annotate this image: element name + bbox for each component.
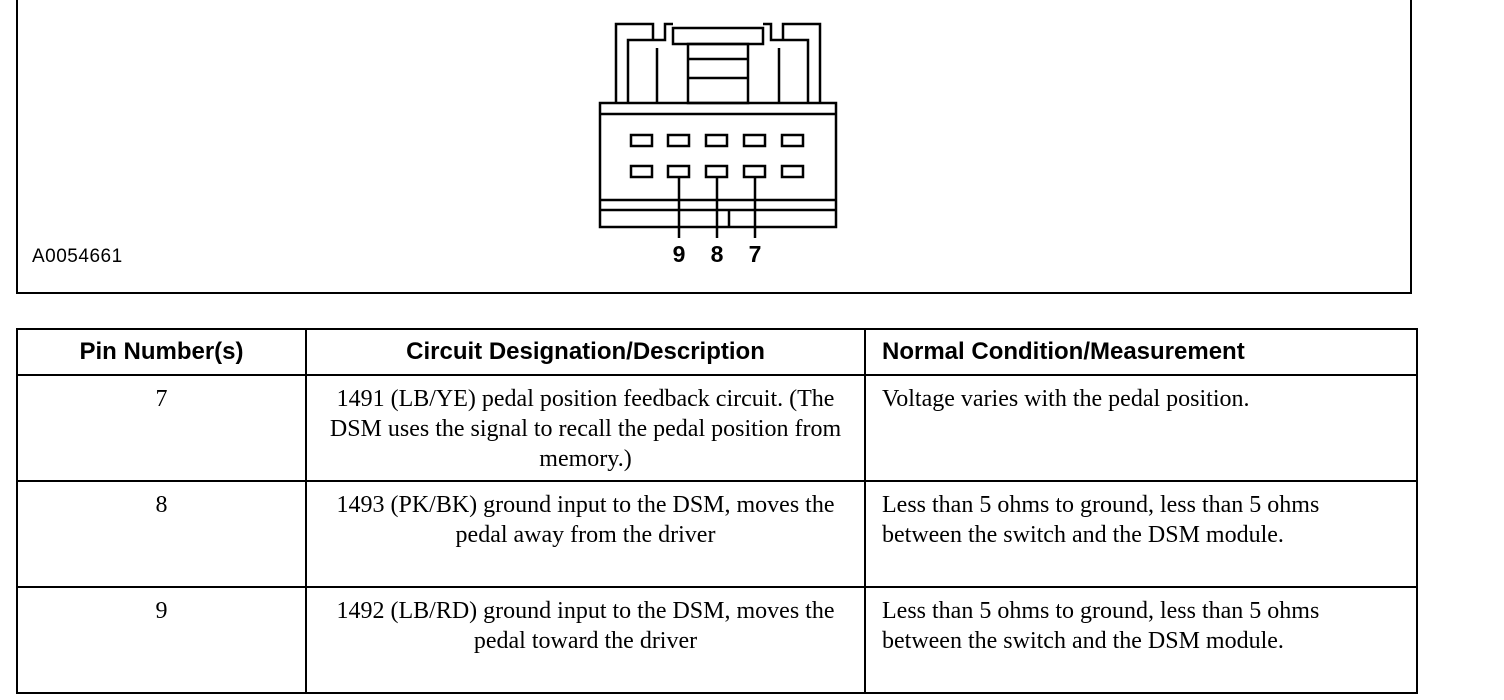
cell-condition: Less than 5 ohms to ground, less than 5 … [864,586,1418,694]
cell-circuit: 1493 (PK/BK) ground input to the DSM, mo… [305,480,866,588]
cell-circuit: 1492 (LB/RD) ground input to the DSM, mo… [305,586,866,694]
table-row: 9 1492 (LB/RD) ground input to the DSM, … [16,586,1418,694]
connector-diagram: 9 8 7 [598,22,838,267]
connector-figure-frame [16,0,1412,294]
cell-condition: Less than 5 ohms to ground, less than 5 … [864,480,1418,588]
pin-label-7: 7 [749,241,762,267]
pin-table: Pin Number(s) Circuit Designation/Descri… [16,328,1418,694]
pin-cavities [629,133,805,179]
cell-pin: 8 [16,480,307,588]
cell-pin: 7 [16,374,307,482]
cell-pin: 9 [16,586,307,694]
figure-id: A0054661 [32,246,123,267]
cell-circuit: 1491 (LB/YE) pedal position feedback cir… [305,374,866,482]
header-circuit: Circuit Designation/Description [305,328,866,376]
header-pin-numbers: Pin Number(s) [16,328,307,376]
pin-label-8: 8 [711,241,724,267]
table-row: 7 1491 (LB/YE) pedal position feedback c… [16,374,1418,482]
pin-leader-lines [677,177,757,238]
pin-label-9: 9 [673,241,686,267]
table-header-row: Pin Number(s) Circuit Designation/Descri… [16,328,1418,376]
table-row: 8 1493 (PK/BK) ground input to the DSM, … [16,480,1418,588]
cell-condition: Voltage varies with the pedal position. [864,374,1418,482]
header-condition: Normal Condition/Measurement [864,328,1418,376]
